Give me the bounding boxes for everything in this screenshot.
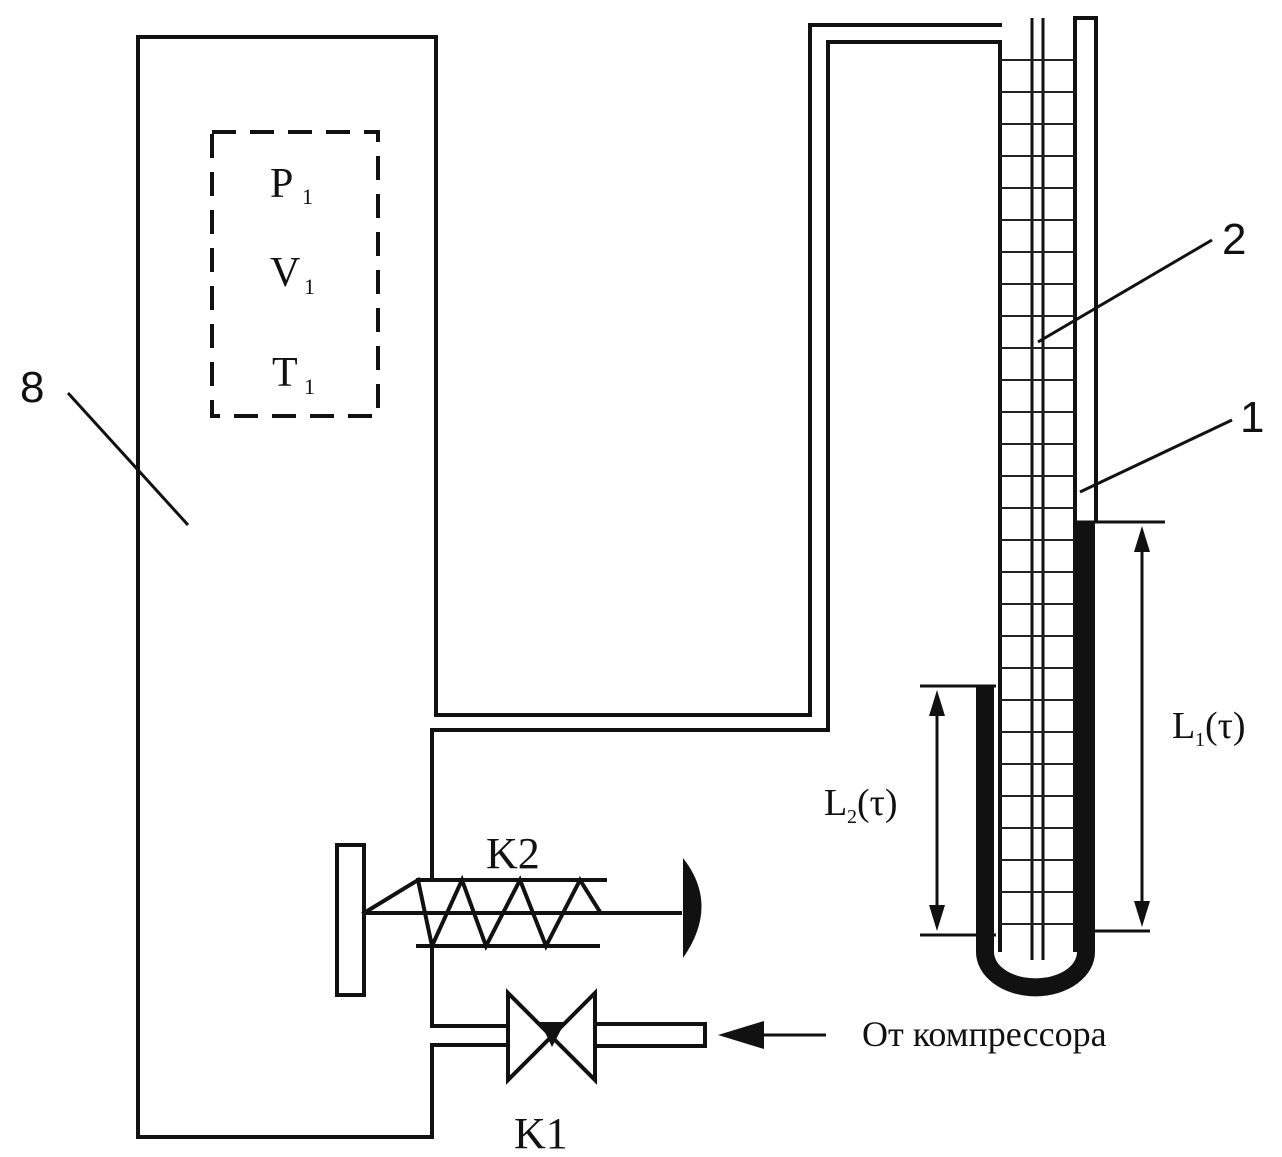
compressor-inlet: От компрессора — [593, 1014, 1107, 1054]
temperature-subscript: 1 — [304, 374, 315, 399]
level-l2-time: (τ) — [857, 782, 898, 824]
valve-k2-label: K2 — [486, 829, 540, 878]
valve-k1-label: K1 — [514, 1109, 568, 1157]
pressure-subscript: 1 — [302, 184, 313, 209]
gas-state-box: P 1 V 1 T 1 — [210, 130, 380, 418]
tube-callout: 1 — [1079, 393, 1264, 494]
pressure-label: P — [270, 161, 293, 207]
valve-link-pipe — [430, 944, 510, 1047]
vessel — [136, 23, 1002, 1139]
vessel-callout: 8 — [20, 363, 190, 527]
compressor-source-label: От компрессора — [862, 1014, 1107, 1054]
vessel-number: 8 — [20, 363, 44, 412]
connecting-pipe — [430, 40, 1002, 880]
temperature-label: T — [272, 350, 298, 396]
scale-ticks — [1000, 59, 1075, 925]
scale-callout: 2 — [1037, 215, 1246, 344]
liquid-column — [976, 522, 1095, 997]
level-l2-subscript: 2 — [847, 806, 857, 828]
scale-number: 2 — [1222, 215, 1246, 264]
level-l1-time: (τ) — [1205, 705, 1246, 747]
level-l2-dimension: L 2 (τ) — [824, 684, 996, 937]
volume-subscript: 1 — [304, 274, 315, 299]
level-l1-label: L — [1172, 705, 1195, 747]
volume-label: V — [270, 250, 300, 296]
valve-k2[interactable]: K2 — [335, 829, 702, 997]
level-l1-subscript: 1 — [1195, 729, 1205, 751]
valve-k1[interactable]: K1 — [506, 988, 597, 1157]
level-l2-label: L — [824, 782, 847, 824]
manometer-scale — [998, 16, 1098, 960]
level-l1-dimension: L 1 (τ) — [1075, 520, 1246, 933]
tube-number: 1 — [1240, 393, 1264, 442]
